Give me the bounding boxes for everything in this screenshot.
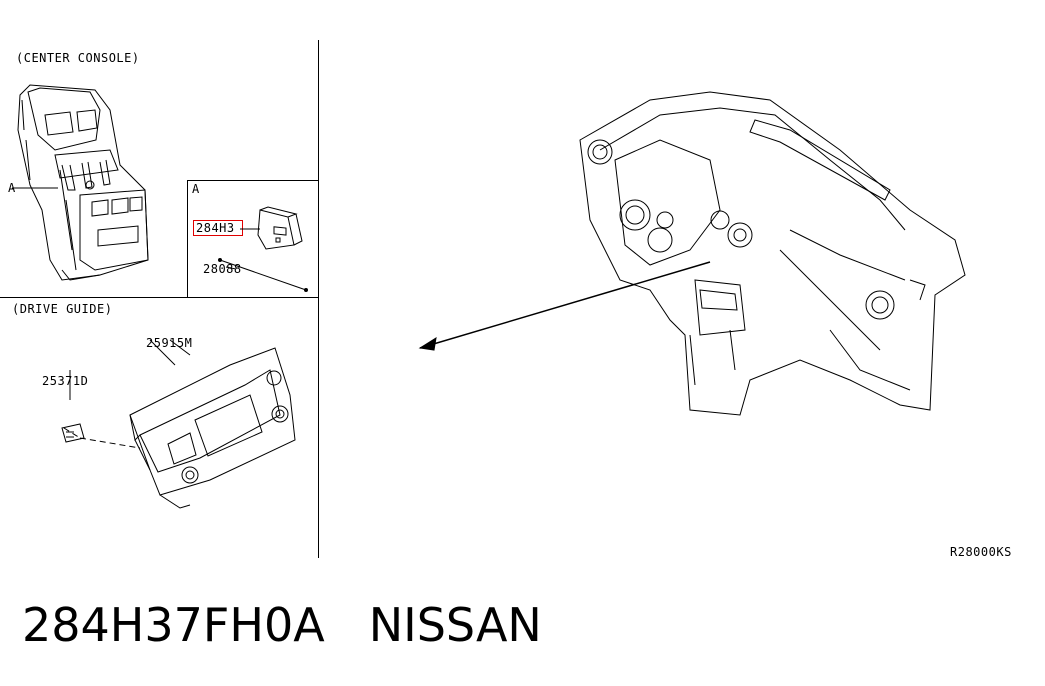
callout-25915m: 25915M [146, 336, 193, 350]
section-center-console: (CENTER CONSOLE) [16, 51, 140, 65]
diagram-code: R28000KS [950, 545, 1012, 559]
part-highlight-box [193, 220, 243, 236]
caption-part-number: 284H37FH0A [22, 598, 325, 652]
caption-brand: NISSAN [368, 598, 542, 652]
section-drive-guide: (DRIVE GUIDE) [12, 302, 113, 316]
callout-console-a: A [8, 181, 16, 195]
callout-25371d: 25371D [42, 374, 89, 388]
callout-part-284h3[interactable]: 284H3 [196, 221, 235, 235]
drive-guide-drawing [61, 339, 296, 509]
vertical-divider [318, 40, 319, 558]
callout-28088: 28088 [203, 262, 242, 276]
detail-a-box-top [187, 180, 318, 181]
center-console-drawing [12, 84, 149, 281]
detail-a-box-left [187, 180, 188, 297]
detail-a-label: A [192, 182, 200, 196]
horizontal-divider [0, 297, 318, 298]
part-caption: 284H37FH0A NISSAN [22, 598, 542, 652]
dashboard-drawing [418, 91, 966, 416]
usb-switch-drawing [218, 206, 308, 292]
